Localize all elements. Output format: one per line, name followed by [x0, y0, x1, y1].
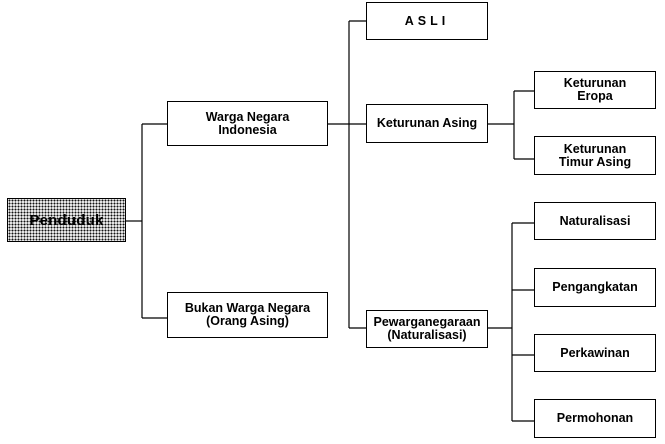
node-naturalisasi-label: Naturalisasi: [559, 213, 631, 228]
node-eropa-line2: Eropa: [577, 89, 613, 103]
node-penduduk-label: Penduduk: [29, 211, 104, 229]
node-bukan-warga-negara: Bukan Warga Negara (Orang Asing): [167, 292, 328, 338]
node-penduduk: Penduduk: [7, 198, 126, 242]
node-perkawinan-label: Perkawinan: [560, 345, 630, 360]
node-wni-line1: Warga Negara: [205, 109, 290, 124]
node-pengangkatan: Pengangkatan: [534, 268, 656, 307]
node-naturalisasi: Naturalisasi: [534, 202, 656, 240]
node-perkawinan: Perkawinan: [534, 334, 656, 372]
node-eropa-line1: Keturunan: [563, 76, 627, 90]
node-pewarganegaraan-line1: Pewarganegaraan: [373, 315, 481, 329]
node-timur-asing-line1: Keturunan: [563, 141, 627, 156]
node-pengangkatan-label: Pengangkatan: [552, 280, 638, 294]
node-wni-line2: Indonesia: [218, 122, 277, 137]
node-wna-line1: Bukan Warga Negara: [184, 301, 311, 315]
node-keturunan-asing-label: Keturunan Asing: [376, 116, 478, 130]
node-keturunan-asing: Keturunan Asing: [366, 104, 488, 143]
node-pewarganegaraan: Pewarganegaraan (Naturalisasi): [366, 310, 488, 348]
node-asli: ASLI: [366, 2, 488, 40]
node-pewarganegaraan-line2: (Naturalisasi): [387, 328, 467, 342]
node-asli-label: ASLI: [404, 13, 450, 28]
node-warga-negara-indonesia: Warga Negara Indonesia: [167, 101, 328, 146]
node-permohonan: Permohonan: [534, 399, 656, 438]
node-wna-line2: (Orang Asing): [206, 314, 289, 328]
node-timur-asing-line2: Timur Asing: [558, 154, 632, 169]
node-keturunan-eropa: Keturunan Eropa: [534, 71, 656, 109]
node-permohonan-label: Permohonan: [556, 411, 634, 425]
node-keturunan-timur-asing: Keturunan Timur Asing: [534, 136, 656, 175]
